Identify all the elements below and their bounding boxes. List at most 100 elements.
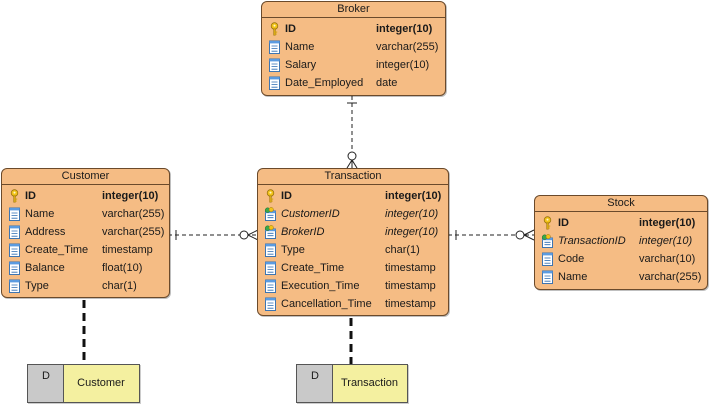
column-name: Balance xyxy=(25,262,65,274)
column-name: Name xyxy=(285,41,315,53)
column-icon xyxy=(268,58,281,72)
column-name: Create_Time xyxy=(25,244,89,256)
transaction-entity-title: Transaction xyxy=(258,169,448,185)
stock-column-row[interactable]: Code varchar(10) xyxy=(535,250,707,268)
column-name: TransactionID xyxy=(558,235,626,247)
column-icon xyxy=(264,279,277,293)
broker-column-row[interactable]: Salary integer(10) xyxy=(262,56,445,74)
column-type: integer(10) xyxy=(639,235,693,247)
column-icon xyxy=(264,261,277,275)
customer-column-row[interactable]: Balance float(10) xyxy=(2,259,169,277)
column-name: Code xyxy=(558,253,585,265)
column-icon xyxy=(541,252,554,266)
column-type: varchar(255) xyxy=(376,41,439,53)
transaction-column-row[interactable]: ID integer(10) xyxy=(258,187,448,205)
customer-column-row[interactable]: Address varchar(255) xyxy=(2,223,169,241)
primary-key-icon xyxy=(264,189,277,203)
stock-column-row[interactable]: ID integer(10) xyxy=(535,214,707,232)
foreign-key-icon xyxy=(264,207,277,221)
primary-key-icon xyxy=(541,216,554,230)
customer-reference-tag-label: D xyxy=(42,370,50,382)
column-type: timestamp xyxy=(102,244,153,256)
column-type: date xyxy=(376,77,398,89)
column-type: timestamp xyxy=(385,262,436,274)
broker-transaction-relationship[interactable] xyxy=(346,96,358,169)
column-type: float(10) xyxy=(102,262,143,274)
column-icon xyxy=(264,243,277,257)
column-type: integer(10) xyxy=(385,208,439,220)
stock-columns: ID integer(10) TransactionID integer(10) Cod… xyxy=(535,214,707,286)
column-name: ID xyxy=(558,217,569,229)
primary-key-icon xyxy=(268,22,281,36)
column-name: BrokerID xyxy=(281,226,325,238)
column-name: Name xyxy=(558,271,588,283)
column-name: ID xyxy=(25,190,36,202)
customer-column-row[interactable]: Type char(1) xyxy=(2,277,169,295)
column-icon xyxy=(8,225,21,239)
transaction-reference-tag: D xyxy=(297,365,333,402)
customer-reference-label: Customer xyxy=(77,377,125,389)
column-type: integer(10) xyxy=(385,226,439,238)
column-type: varchar(255) xyxy=(102,208,165,220)
transaction-stock-relationship[interactable] xyxy=(448,229,535,241)
column-name: Address xyxy=(25,226,66,238)
column-type: timestamp xyxy=(385,298,436,310)
customer-entity-title: Customer xyxy=(2,169,169,185)
column-name: Type xyxy=(281,244,305,256)
transaction-column-row[interactable]: Cancellation_Time timestamp xyxy=(258,295,448,313)
broker-column-row[interactable]: Date_Employed date xyxy=(262,74,445,92)
column-icon xyxy=(8,243,21,257)
column-type: integer(10) xyxy=(385,190,442,202)
column-type: integer(10) xyxy=(639,217,696,229)
column-type: integer(10) xyxy=(376,59,430,71)
customer-column-row[interactable]: Name varchar(255) xyxy=(2,205,169,223)
transaction-column-row[interactable]: Create_Time timestamp xyxy=(258,259,448,277)
column-name: ID xyxy=(281,190,292,202)
broker-entity-title: Broker xyxy=(262,2,445,18)
column-type: varchar(255) xyxy=(102,226,165,238)
column-type: char(1) xyxy=(102,280,137,292)
column-name: Salary xyxy=(285,59,317,71)
transaction-reference-label: Transaction xyxy=(340,377,399,389)
column-name: Date_Employed xyxy=(285,77,364,89)
column-icon xyxy=(268,76,281,90)
column-name: CustomerID xyxy=(281,208,340,220)
column-name: Type xyxy=(25,280,49,292)
transaction-reference[interactable]: D Transaction xyxy=(296,364,408,403)
column-icon xyxy=(268,40,281,54)
stock-entity-title: Stock xyxy=(535,196,707,212)
column-name: Cancellation_Time xyxy=(281,298,372,310)
foreign-key-icon xyxy=(541,234,554,248)
customer-column-row[interactable]: Create_Time timestamp xyxy=(2,241,169,259)
transaction-column-row[interactable]: BrokerID integer(10) xyxy=(258,223,448,241)
customer-transaction-relationship[interactable] xyxy=(168,229,259,241)
column-type: timestamp xyxy=(385,280,436,292)
column-name: Name xyxy=(25,208,55,220)
transaction-column-row[interactable]: CustomerID integer(10) xyxy=(258,205,448,223)
column-icon xyxy=(8,261,21,275)
stock-entity[interactable]: Stock ID integer(10) TransactionID integer(… xyxy=(534,195,708,290)
transaction-column-row[interactable]: Type char(1) xyxy=(258,241,448,259)
stock-column-row[interactable]: Name varchar(255) xyxy=(535,268,707,286)
transaction-entity[interactable]: Transaction ID integer(10) CustomerID integ… xyxy=(257,168,449,316)
foreign-key-icon xyxy=(264,225,277,239)
column-type: varchar(10) xyxy=(639,253,696,265)
column-type: char(1) xyxy=(385,244,420,256)
column-icon xyxy=(8,207,21,221)
stock-column-row[interactable]: TransactionID integer(10) xyxy=(535,232,707,250)
transaction-column-row[interactable]: Execution_Time timestamp xyxy=(258,277,448,295)
column-name: Create_Time xyxy=(281,262,345,274)
broker-column-row[interactable]: Name varchar(255) xyxy=(262,38,445,56)
column-type: varchar(255) xyxy=(639,271,702,283)
column-name: ID xyxy=(285,23,296,35)
column-name: Execution_Time xyxy=(281,280,360,292)
customer-reference[interactable]: D Customer xyxy=(27,364,140,403)
